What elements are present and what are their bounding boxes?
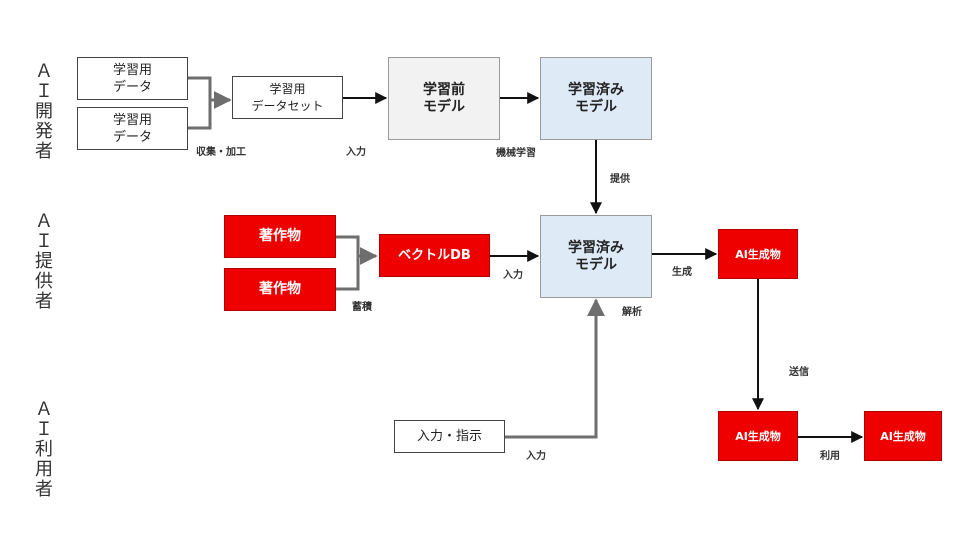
node-copyrighted-work-1: 著作物 xyxy=(224,215,336,258)
label-provide: 提供 xyxy=(610,174,630,185)
label-input-vector: 入力 xyxy=(503,270,523,281)
node-copyrighted-work-2: 著作物 xyxy=(224,268,336,311)
node-ai-output-2: AI生成物 xyxy=(718,411,798,461)
lane-char: 用 xyxy=(35,459,53,480)
node-pretrained-model: 学習前 モデル xyxy=(388,57,500,140)
lane-char: Ａ xyxy=(35,61,53,82)
node-trained-model-dev: 学習済み モデル xyxy=(540,57,652,140)
node-ai-output-1: AI生成物 xyxy=(718,229,798,279)
lane-char: 利 xyxy=(35,439,53,460)
label-input-dev: 入力 xyxy=(346,147,366,158)
node-trained-model-prov: 学習済み モデル xyxy=(540,215,652,298)
label-send: 送信 xyxy=(789,367,809,378)
lane-char: Ｉ xyxy=(35,231,53,252)
label-analyze: 解析 xyxy=(622,307,642,318)
arrow-input-user xyxy=(505,298,605,439)
merge-connector-training xyxy=(188,76,230,130)
label-accumulate: 蓄積 xyxy=(352,302,372,313)
label-input-user: 入力 xyxy=(526,451,546,462)
node-vector-db: ベクトルDB xyxy=(379,234,490,277)
lane-ai-developer: Ａ Ｉ 開 発 者 xyxy=(30,62,58,162)
lane-ai-provider: Ａ Ｉ 提 供 者 xyxy=(30,212,58,312)
label-machine-learning: 機械学習 xyxy=(496,148,536,159)
merge-connector-works xyxy=(336,235,376,291)
lane-char: 発 xyxy=(35,121,53,142)
label-collect-process: 収集・加工 xyxy=(196,147,246,158)
lane-char: Ａ xyxy=(35,399,53,420)
lane-char: 開 xyxy=(35,101,53,122)
lane-char: 者 xyxy=(35,291,53,312)
lane-char: 者 xyxy=(35,479,53,500)
lane-char: 提 xyxy=(35,251,53,272)
node-training-data-1: 学習用 データ xyxy=(77,57,188,100)
node-input-instruction: 入力・指示 xyxy=(394,420,505,453)
lane-char: Ｉ xyxy=(35,419,53,440)
label-generate: 生成 xyxy=(672,267,692,278)
lane-char: Ｉ xyxy=(35,81,53,102)
lane-char: 供 xyxy=(35,271,53,292)
node-training-dataset: 学習用 データセット xyxy=(232,76,343,119)
node-training-data-2: 学習用 データ xyxy=(77,107,188,150)
lane-char: 者 xyxy=(35,141,53,162)
lane-ai-user: Ａ Ｉ 利 用 者 xyxy=(30,400,58,500)
lane-char: Ａ xyxy=(35,211,53,232)
node-ai-output-3: AI生成物 xyxy=(864,411,942,461)
label-use: 利用 xyxy=(820,451,840,462)
